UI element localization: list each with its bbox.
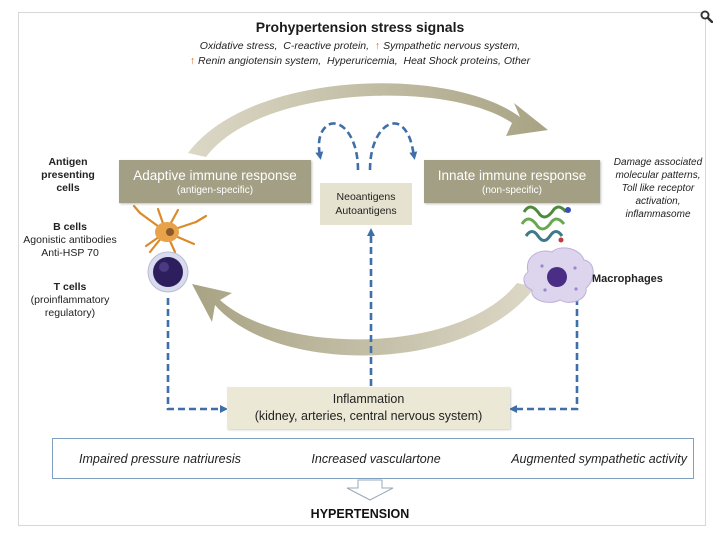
damp-label: Damage associated molecular patterns, To… <box>603 156 713 221</box>
neoantigens-label: Neoantigens <box>336 191 396 203</box>
lymphocyte-icon <box>147 251 189 293</box>
damp-line4: activation, <box>635 196 681 207</box>
innate-immune-response-box: Innate immune response (non-specific) <box>424 160 600 203</box>
macrophage-icon <box>523 247 594 303</box>
signal-hyperuricemia: Hyperuricemia, <box>327 55 398 67</box>
stress-signals-line2: ↑ Renin angiotensin system, Hyperuricemi… <box>0 55 720 67</box>
inflammation-title: Inflammation <box>332 392 405 406</box>
adaptive-subtitle: (antigen-specific) <box>176 184 254 196</box>
inflammation-subtitle: (kidney, arteries, central nervous syste… <box>254 409 483 423</box>
b-cells-line1: Agonistic antibodies <box>23 234 117 246</box>
damp-line1: Damage associated <box>613 157 703 168</box>
apc-label: Antigen presenting cells <box>28 156 108 195</box>
outcome-natriuresis: Impaired pressure natriuresis <box>79 451 241 466</box>
macrophages-label: Macrophages <box>592 273 663 285</box>
stress-signals-line1: Oxidative stress, C-reactive protein, ↑ … <box>0 40 720 52</box>
innate-subtitle: (non-specific) <box>481 184 543 196</box>
outcome-sympathetic: Augmented sympathetic activity <box>511 451 687 466</box>
b-cells-label: B cells Agonistic antibodies Anti-HSP 70 <box>14 221 126 260</box>
signal-oxidative-stress: Oxidative stress, <box>199 40 278 52</box>
adaptive-title: Adaptive immune response <box>133 167 297 183</box>
inflammation-box: Inflammation (kidney, arteries, central … <box>227 387 510 429</box>
damp-line3: Toll like receptor <box>621 183 695 194</box>
signal-crp: C-reactive protein, <box>283 40 370 52</box>
apc-label-line3: cells <box>56 182 80 194</box>
protein-structure-icon <box>520 205 571 243</box>
t-cells-line1: (proinflammatory <box>30 294 110 306</box>
damp-line2: molecular patterns, <box>615 170 701 181</box>
dendritic-cell-icon <box>132 204 208 254</box>
increase-arrow-icon: ↑ <box>189 55 196 67</box>
down-arrow-icon <box>346 479 394 501</box>
figure-frame <box>18 12 706 526</box>
signal-hsp: Heat Shock proteins, Other <box>403 55 531 67</box>
autoantigens-label: Autoantigens <box>335 205 397 217</box>
outcomes-box: Impaired pressure natriuresis Increased … <box>52 438 694 479</box>
apc-label-line1: Antigen <box>48 156 88 168</box>
dashed-arrow-adaptive-to-inflammation <box>166 298 228 413</box>
adaptive-immune-response-box: Adaptive immune response (antigen-specif… <box>119 160 311 203</box>
neoantigens-box: Neoantigens Autoantigens <box>320 183 412 225</box>
t-cells-title: T cells <box>53 281 87 293</box>
t-cells-line2: regulatory) <box>44 307 96 319</box>
dashed-arrow-neo-to-adaptive <box>315 122 360 171</box>
signal-sympathetic: Sympathetic nervous system, <box>383 40 521 52</box>
outcome-vascular-tone: Increased vasculartone <box>311 451 441 466</box>
increase-arrow-icon: ↑ <box>374 40 381 52</box>
damp-line5: inflammasome <box>625 209 691 220</box>
b-cells-line2: Anti-HSP 70 <box>41 247 99 259</box>
diagram-title: Prohypertension stress signals <box>255 19 465 35</box>
signal-raas: Renin angiotensin system, <box>198 55 322 67</box>
hypertension-label: HYPERTENSION <box>310 507 410 521</box>
b-cells-title: B cells <box>53 221 87 233</box>
dashed-arrow-innate-to-inflammation <box>509 298 579 413</box>
innate-title: Innate immune response <box>437 167 587 183</box>
t-cells-label: T cells (proinflammatory regulatory) <box>22 281 118 320</box>
magnifier-icon[interactable] <box>699 9 713 23</box>
cycle-arrow-bottom <box>192 283 535 356</box>
apc-label-line2: presenting <box>41 169 95 181</box>
dashed-arrow-neo-to-innate <box>368 122 418 171</box>
cycle-arrow-top <box>188 83 548 157</box>
